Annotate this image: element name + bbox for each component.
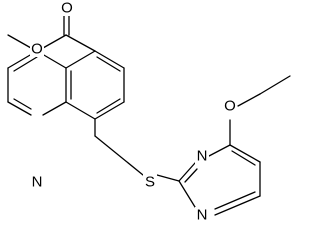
bond-c4-c5	[229, 144, 261, 163]
thioether-linkage	[94, 118, 180, 182]
bond-n3-c4	[208, 144, 231, 157]
structure-diagram: O O N S N N O	[7, 0, 291, 224]
atom-ethoxy-oxygen: O	[223, 98, 237, 115]
ethoxy-oxygen-label: O	[224, 98, 236, 115]
pyrimidine-ring	[178, 144, 261, 216]
bond-carbonyl-ring	[65, 34, 96, 52]
atom-thioether-sulfur: S	[143, 174, 157, 191]
bond-c4-c3-inner	[13, 56, 38, 72]
bond-oxygen-carbonyl	[42, 34, 67, 49]
molecule-canvas: O O N S N N O	[7, 0, 291, 224]
atom-pyrimidine-nitrogen-1: N	[195, 207, 209, 224]
bond-n1-c2	[178, 180, 196, 208]
bond-methyl-oxygen	[7, 34, 32, 49]
atom-ester-carbonyl-oxygen: O	[60, 0, 74, 17]
pyrimidine-nitrogen-3-label: N	[197, 148, 208, 165]
bond-n1-c8a	[42, 101, 67, 116]
bond-oxygen-ch2	[237, 93, 261, 107]
atom-pyrimidine-nitrogen-3: N	[195, 148, 209, 165]
bond-sulfur-c8	[94, 135, 144, 176]
bond-sulfur-pyrimidine	[156, 174, 180, 182]
pyrimidine-nitrogen-1-label: N	[197, 207, 208, 224]
bond-c6-n1-inner	[214, 191, 256, 210]
bond-c4-c5-inner	[231, 150, 256, 166]
bond-c2-n1	[7, 101, 32, 116]
bond-c2-n3	[178, 162, 196, 182]
methyl-ester-group	[7, 13, 96, 52]
bond-c7-c8-inner	[96, 98, 121, 114]
quinoline-benzo-ring	[65, 50, 125, 120]
bond-c4a-c5	[65, 50, 96, 69]
bond-c5-c6	[94, 50, 125, 69]
bond-c5-c6-inner	[96, 56, 121, 72]
thioether-sulfur-label: S	[145, 174, 155, 191]
ethoxy-group	[229, 75, 291, 146]
bond-c6-n1	[214, 195, 261, 216]
bond-c8-c8a	[65, 101, 96, 120]
ester-oxygen-label: O	[31, 41, 43, 58]
bond-c2-n3-inner	[184, 168, 198, 183]
bond-ch2-ch3	[259, 75, 291, 95]
bond-c2-n1-inner	[13, 98, 32, 110]
ester-carbonyl-oxygen-label: O	[61, 0, 73, 17]
quinoline-pyridine-ring	[7, 50, 67, 116]
quinoline-nitrogen-label: N	[32, 174, 43, 191]
bond-c7-c8	[94, 101, 125, 120]
atom-labels: O O N S N N O	[30, 0, 237, 224]
atom-quinoline-nitrogen: N	[30, 174, 44, 191]
atom-ester-oxygen: O	[30, 41, 44, 58]
